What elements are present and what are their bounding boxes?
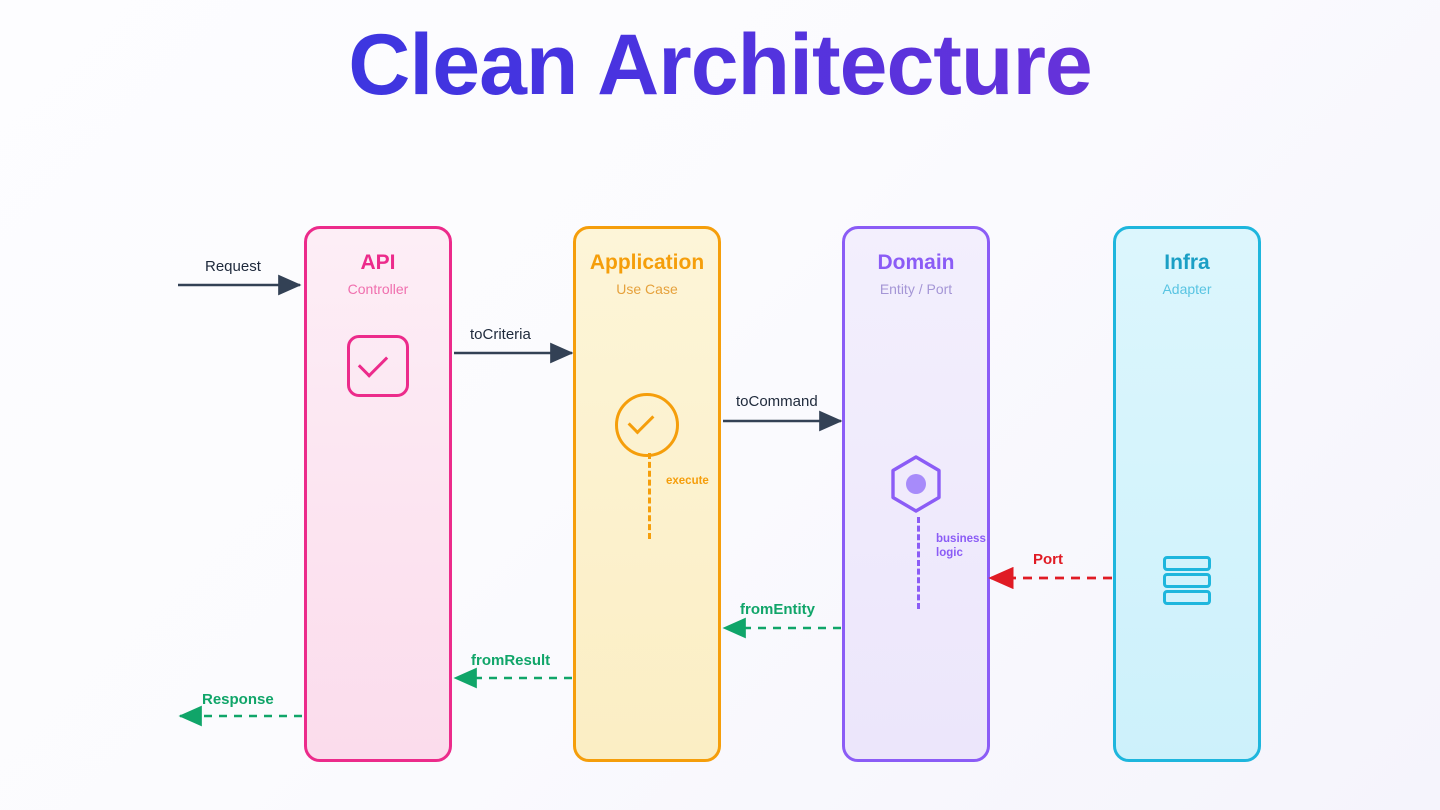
- hexagon-dot-icon-wrap: [845, 453, 987, 515]
- layer-api-title: API: [360, 251, 396, 274]
- layer-infra-title: Infra: [1164, 251, 1210, 274]
- square-check-icon-wrap: [307, 335, 449, 397]
- square-check-icon: [347, 335, 409, 397]
- arrow-from-result-label: fromResult: [471, 652, 551, 669]
- circle-check-icon: [615, 393, 679, 457]
- application-execute-line: [648, 453, 651, 539]
- circle-check-icon-wrap: [576, 393, 718, 457]
- layer-application-title: Application: [589, 251, 705, 274]
- hexagon-dot-icon: [891, 455, 941, 513]
- layer-infra[interactable]: Infra Adapter: [1113, 226, 1261, 762]
- application-execute-label: execute: [666, 475, 709, 487]
- layer-application-subtitle: Use Case: [616, 281, 678, 297]
- arrow-to-criteria-label: toCriteria: [470, 326, 531, 343]
- page-title: Clean Architecture: [0, 18, 1440, 113]
- arrow-to-command-label: toCommand: [736, 393, 818, 410]
- layer-api[interactable]: API Controller: [304, 226, 452, 762]
- arrow-response-label: Response: [202, 691, 274, 708]
- layer-application[interactable]: Application Use Case execute: [573, 226, 721, 762]
- database-stack-icon-wrap: [1116, 556, 1258, 607]
- layer-infra-subtitle: Adapter: [1162, 281, 1212, 297]
- database-layer-2: [1163, 573, 1211, 588]
- layer-domain-title: Domain: [877, 251, 955, 274]
- arrow-port-label: Port: [1033, 551, 1063, 568]
- domain-business-logic-line: [917, 517, 920, 609]
- database-layer-3: [1163, 590, 1211, 605]
- domain-business-logic-label: business logic: [936, 533, 986, 560]
- arrow-request-label: Request: [205, 258, 261, 275]
- arrow-from-entity-label: fromEntity: [740, 601, 815, 618]
- database-stack-icon: [1163, 556, 1211, 607]
- layer-domain[interactable]: Domain Entity / Port business logic: [842, 226, 990, 762]
- layer-api-subtitle: Controller: [347, 281, 409, 297]
- layer-domain-subtitle: Entity / Port: [879, 281, 953, 297]
- database-layer-1: [1163, 556, 1211, 571]
